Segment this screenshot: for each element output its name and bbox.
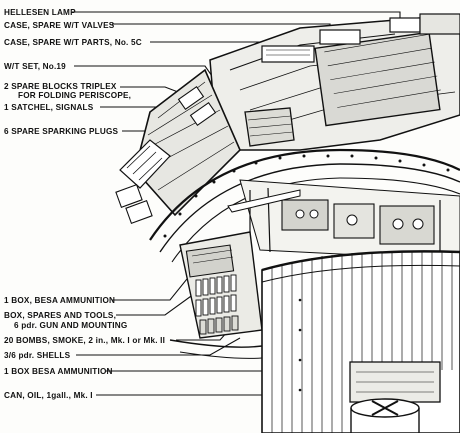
label-spare-blocks-triplex: 2 SPARE BLOCKS TRIPLEX FOR FOLDING PERIS… [4,82,131,100]
interior-equipment [227,179,460,261]
label-case-spare-wt-parts: CASE, SPARE W/T PARTS, No. 5C [4,38,142,47]
label-spare-sparking-plugs: 6 SPARE SPARKING PLUGS [4,127,119,136]
label-can-oil: CAN, OIL, 1gall., Mk. I [4,391,93,400]
hull-floor [169,298,302,392]
label-besa-ammunition-2: 1 BOX BESA AMMUNITION [4,367,113,376]
shell-clips [199,315,239,335]
label-hellesen-lamp: HELLESEN LAMP [4,8,76,17]
turret-ring [149,148,460,263]
smoke-bombs [195,274,237,317]
leader-wt-set [74,65,213,77]
label-case-spare-wt-valves: CASE, SPARE W/T VALVES [4,21,115,30]
label-besa-ammunition-1: 1 BOX, BESA AMMUNITION [4,296,115,305]
leader-hellesen-lamp [72,11,401,22]
ring-rivets [163,154,450,238]
left-stowage [179,231,263,339]
turret-illustration [115,13,460,434]
turret-basket [261,250,460,434]
label-box-spares-tools: BOX, SPARES AND TOOLS, 6 pdr. GUN AND MO… [4,311,127,330]
basket-hatching [271,252,453,433]
label-group: HELLESEN LAMP CASE, SPARE W/T VALVES CAS… [4,8,165,400]
label-wt-set: W/T SET, No.19 [4,62,66,71]
label-shells: 3/6 pdr. SHELLS [4,351,71,360]
label-bombs-smoke: 20 BOMBS, SMOKE, 2 in., Mk. I or Mk. II [4,336,165,345]
label-satchel-signals: 1 SATCHEL, SIGNALS [4,103,94,112]
roof-plate [209,13,460,151]
leader-shells [76,337,241,356]
